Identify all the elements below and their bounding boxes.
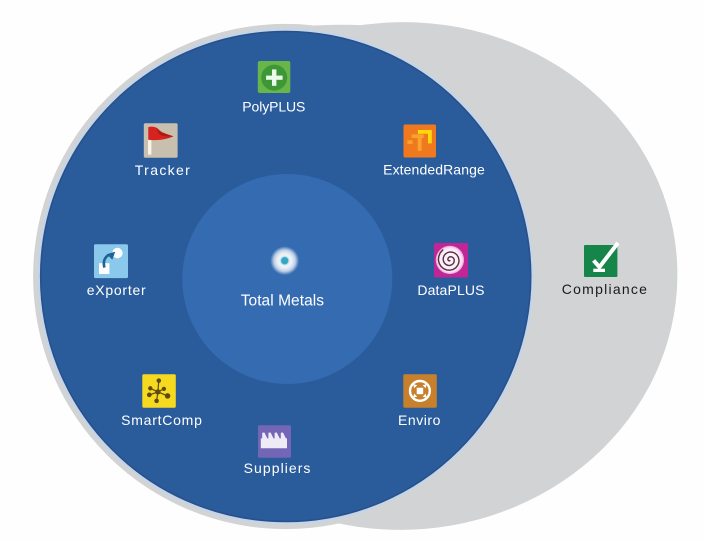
svg-text:SmartComp: SmartComp — [121, 412, 202, 428]
svg-text:Enviro: Enviro — [398, 412, 441, 428]
svg-text:PolyPLUS: PolyPLUS — [242, 98, 305, 114]
svg-text:Total Metals: Total Metals — [241, 293, 324, 310]
svg-text:ExtendedRange: ExtendedRange — [383, 162, 485, 178]
svg-text:Suppliers: Suppliers — [244, 460, 312, 476]
svg-text:Compliance: Compliance — [562, 281, 648, 297]
svg-text:Tracker: Tracker — [135, 162, 191, 178]
svg-text:DataPLUS: DataPLUS — [417, 282, 484, 298]
svg-text:eXporter: eXporter — [87, 282, 147, 298]
